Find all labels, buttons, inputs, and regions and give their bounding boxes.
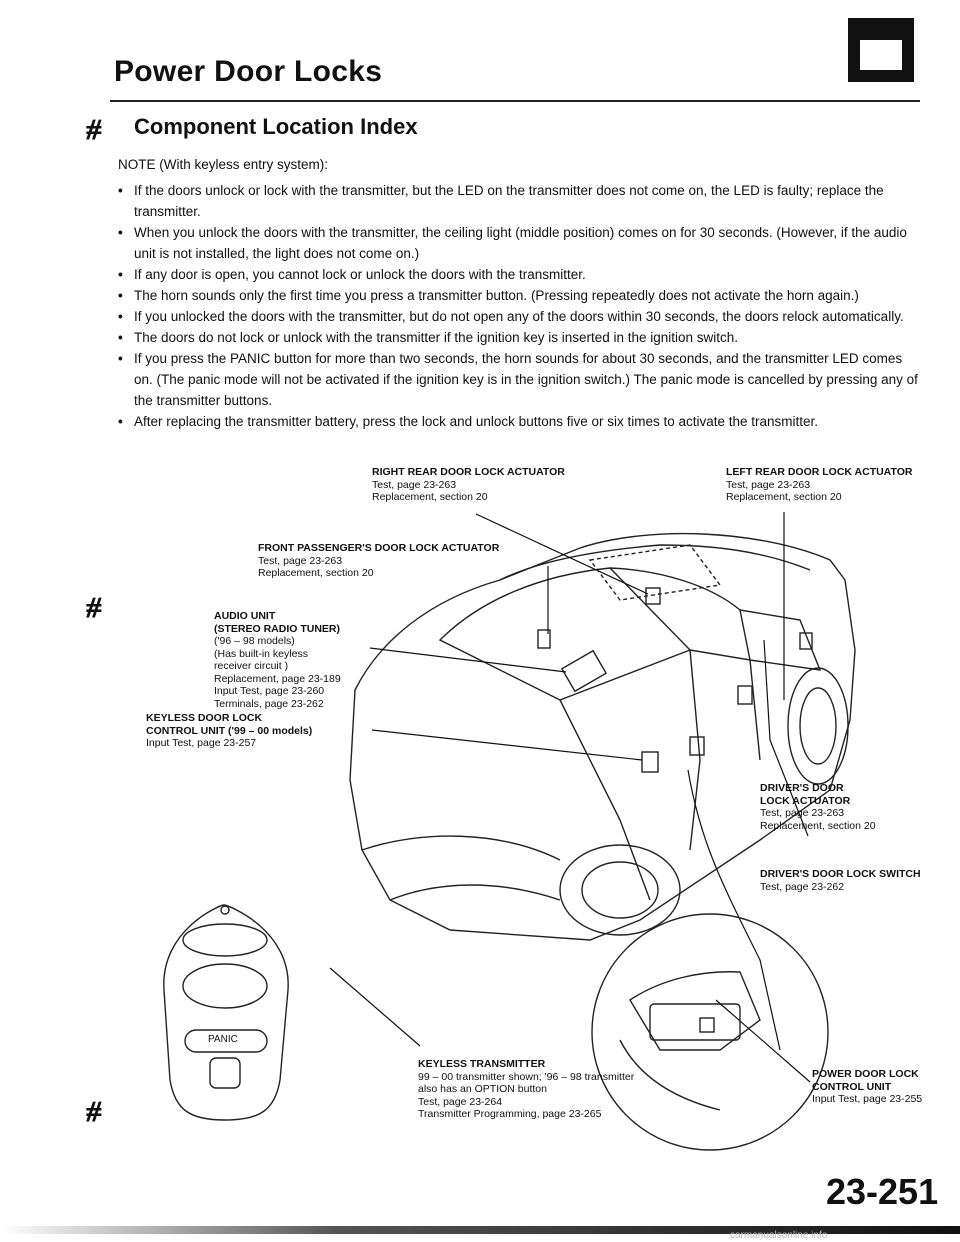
battery-minus-sign: − (865, 18, 873, 32)
note-item: When you unlock the doors with the trans… (118, 222, 918, 264)
callout-right-rear-actuator: RIGHT REAR DOOR LOCK ACTUATOR Test, page… (372, 466, 565, 503)
header-rule (110, 100, 920, 102)
callout-name: RIGHT REAR DOOR LOCK ACTUATOR (372, 466, 565, 478)
note-item: If the doors unlock or lock with the tra… (118, 180, 918, 222)
margin-mark: ⧣ (86, 1094, 102, 1125)
callout-name: KEYLESS TRANSMITTER (418, 1058, 546, 1070)
callout-name: DRIVER'S DOOR LOCK SWITCH (760, 868, 921, 880)
note-item: If you unlocked the doors with the trans… (118, 306, 918, 327)
note-item: If any door is open, you cannot lock or … (118, 264, 918, 285)
note-item: The doors do not lock or unlock with the… (118, 327, 918, 348)
note-heading: NOTE (With keyless entry system): (118, 157, 329, 172)
callout-name: LEFT REAR DOOR LOCK ACTUATOR (726, 466, 913, 478)
bottom-rule (0, 1226, 960, 1234)
callout-name: POWER DOOR LOCK (812, 1068, 919, 1080)
page-title: Power Door Locks (114, 55, 383, 88)
watermark-text: carmanualsonline.info (730, 1230, 828, 1241)
callout-audio-unit: AUDIO UNIT (STEREO RADIO TUNER) ('96 – 9… (214, 610, 341, 710)
note-item: The horn sounds only the first time you … (118, 285, 918, 306)
page-number: 23-251 (826, 1171, 939, 1212)
callout-name: AUDIO UNIT (214, 610, 276, 622)
callout-name: DRIVER'S DOOR (760, 782, 844, 794)
callout-name: KEYLESS DOOR LOCK (146, 712, 263, 724)
callout-driver-door-switch: DRIVER'S DOOR LOCK SWITCH Test, page 23-… (760, 868, 921, 893)
margin-mark: ⧣ (86, 112, 102, 143)
callout-front-passenger-actuator: FRONT PASSENGER'S DOOR LOCK ACTUATOR Tes… (258, 542, 500, 579)
callout-driver-door-actuator: DRIVER'S DOOR LOCK ACTUATOR Test, page 2… (760, 782, 876, 832)
battery-plus-sign: + (887, 18, 895, 32)
callout-left-rear-actuator: LEFT REAR DOOR LOCK ACTUATOR Test, page … (726, 466, 913, 503)
panic-button-label: PANIC (208, 1034, 238, 1045)
callout-power-door-lock-control-unit: POWER DOOR LOCK CONTROL UNIT Input Test,… (812, 1068, 923, 1105)
margin-mark: ⧣ (86, 590, 102, 621)
callout-name: FRONT PASSENGER'S DOOR LOCK ACTUATOR (258, 542, 500, 554)
note-item: If you press the PANIC button for more t… (118, 348, 918, 411)
note-list: If the doors unlock or lock with the tra… (118, 180, 918, 432)
callout-keyless-transmitter: KEYLESS TRANSMITTER 99 – 00 transmitter … (418, 1058, 635, 1120)
battery-icon: − + (848, 18, 914, 82)
note-item: After replacing the transmitter battery,… (118, 411, 918, 432)
section-title: Component Location Index (134, 114, 418, 139)
callout-keyless-control-unit: KEYLESS DOOR LOCK CONTROL UNIT ('99 – 00… (146, 712, 313, 749)
